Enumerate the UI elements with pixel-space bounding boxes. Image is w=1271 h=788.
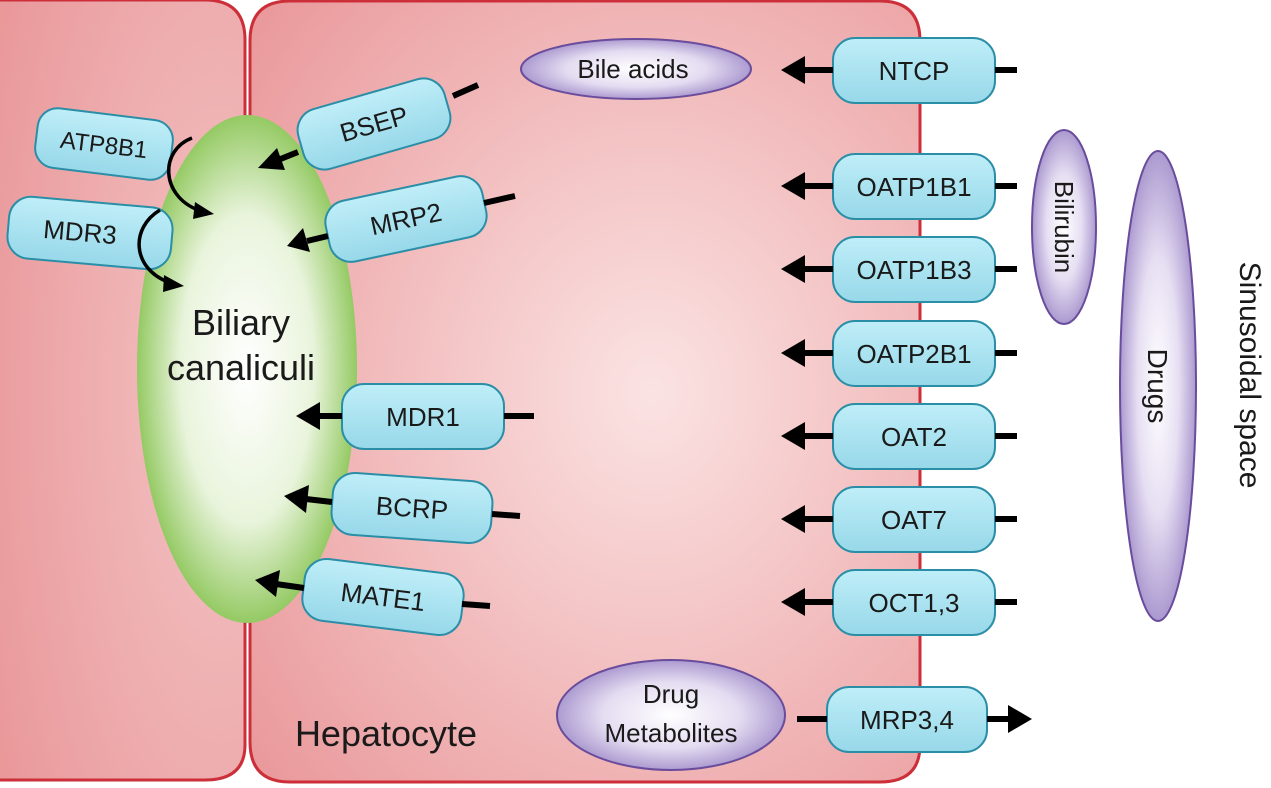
- mate1-transporter: MATE1: [301, 557, 465, 637]
- hepatocyte-label: Hepatocyte: [295, 713, 477, 754]
- mdr1-transporter: MDR1: [341, 383, 505, 450]
- bile-acids-substrate: Bile acids: [520, 38, 752, 100]
- drug-metabolites-label-line2: Metabolites: [605, 718, 738, 748]
- canalicular-efflux-arrows: [255, 82, 534, 609]
- flippase-arrowheads: [163, 202, 214, 292]
- oatp1b1-transporter: OATP1B1: [832, 153, 996, 220]
- bile-acids-label: Bile acids: [577, 54, 688, 84]
- mdr3-transporter: MDR3: [6, 195, 174, 271]
- sinusoidal-space-label: Sinusoidal space: [1233, 262, 1266, 489]
- oat7-label: OAT7: [881, 505, 947, 535]
- oct13-transporter: OCT1,3: [832, 569, 996, 636]
- bsep-transporter: BSEP: [296, 77, 452, 171]
- oat7-transporter: OAT7: [832, 486, 996, 553]
- oatp1b1-label: OATP1B1: [856, 172, 971, 202]
- mdr1-label: MDR1: [386, 402, 460, 432]
- oatp1b3-label: OATP1B3: [856, 255, 971, 285]
- bcrp-label: BCRP: [375, 491, 449, 526]
- atp8b1-transporter: ATP8B1: [34, 107, 174, 181]
- ntcp-transporter: NTCP: [832, 37, 996, 104]
- ntcp-label: NTCP: [879, 56, 950, 86]
- oatp1b3-transporter: OATP1B3: [832, 236, 996, 303]
- oatp2b1-label: OATP2B1: [856, 339, 971, 369]
- mdr3-label: MDR3: [42, 214, 118, 250]
- oat2-label: OAT2: [881, 422, 947, 452]
- drugs-substrate: Drugs: [1119, 150, 1197, 622]
- flippase-arrows: [137, 136, 199, 284]
- bilirubin-label: Bilirubin: [1049, 181, 1079, 274]
- drug-metabolites-label-line1: Drug: [643, 679, 699, 709]
- oct13-label: OCT1,3: [868, 588, 959, 618]
- oat2-transporter: OAT2: [832, 403, 996, 470]
- sinusoidal-uptake-arrows: [781, 56, 1032, 733]
- oatp2b1-transporter: OATP2B1: [832, 320, 996, 387]
- drugs-label: Drugs: [1142, 349, 1173, 424]
- bilirubin-substrate: Bilirubin: [1031, 129, 1097, 325]
- mrp2-transporter: MRP2: [324, 175, 488, 263]
- mrp34-transporter: MRP3,4: [826, 686, 988, 753]
- canaliculi-label-line2: canaliculi: [167, 347, 315, 388]
- drug-metabolites-substrate: Drug Metabolites: [556, 659, 786, 771]
- bcrp-transporter: BCRP: [330, 471, 494, 545]
- canaliculi-label-line1: Biliary: [192, 302, 290, 343]
- mrp34-label: MRP3,4: [860, 705, 954, 735]
